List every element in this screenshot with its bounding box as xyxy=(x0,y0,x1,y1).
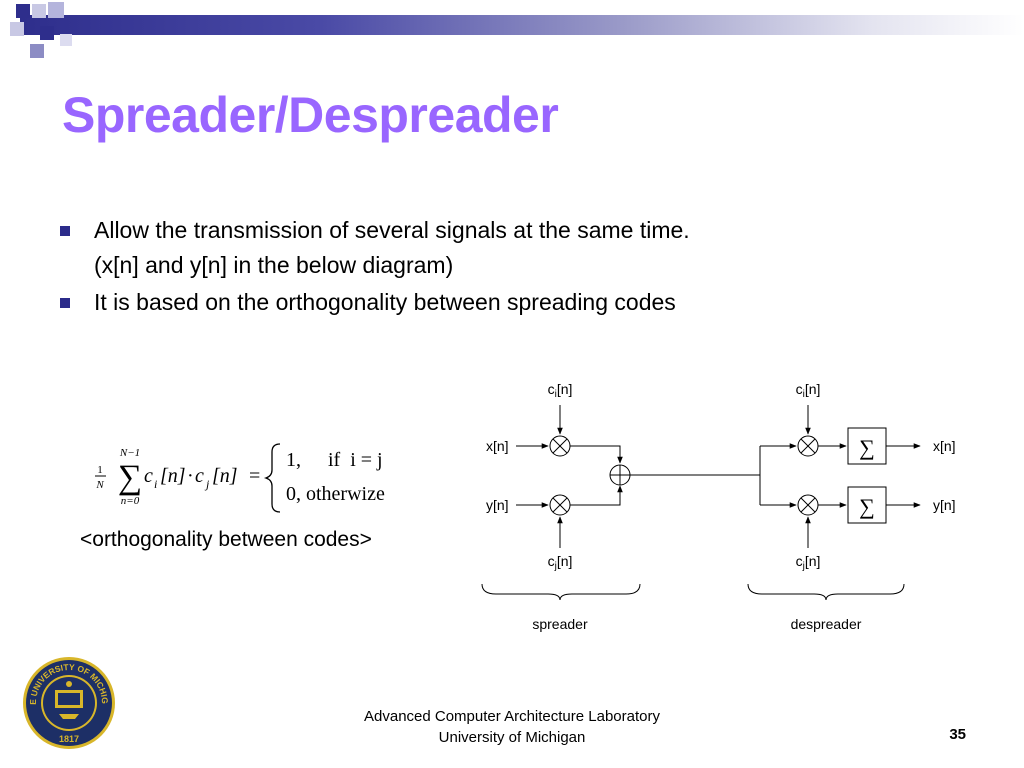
formula-caption: <orthogonality between codes> xyxy=(80,528,372,551)
footer-university: University of Michigan xyxy=(438,729,586,746)
x-input-label: x[n] xyxy=(486,438,509,454)
y-input-label: y[n] xyxy=(486,497,509,513)
multiplier-cross xyxy=(552,438,568,454)
bullet-1-line-2: (x[n] and y[n] in the below diagram) xyxy=(94,252,454,278)
summation-symbol-y: ∑ xyxy=(859,494,875,519)
y-output-label: y[n] xyxy=(933,497,956,513)
header-square-light-2 xyxy=(48,2,64,18)
header-square-light-3 xyxy=(10,22,24,36)
footer: Advanced Computer Architecture Laborator… xyxy=(312,706,712,748)
footer-lab-name: Advanced Computer Architecture Laborator… xyxy=(364,708,660,725)
formula-n-i: [n] xyxy=(160,465,186,487)
despreader-brace xyxy=(747,583,905,601)
seal-year: 1817 xyxy=(59,734,79,744)
formula-equals: = xyxy=(249,465,260,487)
ci-spreader-label: ci[n] xyxy=(548,381,573,400)
bullet-2-line-1: It is based on the orthogonality between… xyxy=(94,289,676,315)
spreader-label: spreader xyxy=(532,616,588,632)
cj-spreader-label: cj[n] xyxy=(548,553,573,572)
cj-despreader-label: cj[n] xyxy=(796,553,821,572)
formula-case-2: 0, otherwize xyxy=(286,483,385,505)
university-seal-logo: THE UNIVERSITY OF MICHIGAN 1817 xyxy=(22,656,115,749)
bullet-1-line-1: Allow the transmission of several signal… xyxy=(94,217,690,243)
page-number: 35 xyxy=(949,726,966,743)
bullet-list: Allow the transmission of several signal… xyxy=(58,213,878,320)
formula-c-j: c xyxy=(195,465,204,487)
header-square-dark-1 xyxy=(16,4,30,18)
formula-left-brace xyxy=(263,443,281,513)
formula-c-i: c xyxy=(144,465,153,487)
ci-despreader-label: ci[n] xyxy=(796,381,821,400)
formula-frac-denominator: N xyxy=(95,479,104,491)
orthogonality-formula: 1 N N−1 ∑ n=0 c i [n] · c j [n] = 1, if … xyxy=(95,443,385,513)
formula-case-1-value: 1, xyxy=(286,449,301,471)
x-to-adder-line xyxy=(570,445,623,464)
formula-sum-upper: N−1 xyxy=(119,447,140,459)
multiplier-cross xyxy=(800,438,816,454)
multiplier-cross xyxy=(552,497,568,513)
bullet-item-2: It is based on the orthogonality between… xyxy=(58,285,878,320)
formula-sub-j: j xyxy=(204,477,210,491)
multiplier-cross xyxy=(800,497,816,513)
formula-case-1-condition: if i = j xyxy=(328,449,383,471)
formula-dot: · xyxy=(187,465,194,487)
header-square-mid xyxy=(30,44,44,58)
formula-n-j: [n] xyxy=(212,465,238,487)
y-to-adder-line xyxy=(570,485,623,506)
bullet-item-1: Allow the transmission of several signal… xyxy=(58,213,878,283)
bullet-square-icon xyxy=(60,298,70,308)
despreader-label: despreader xyxy=(791,616,862,632)
formula-sub-i: i xyxy=(154,477,157,491)
bullet-square-icon xyxy=(60,226,70,236)
formula-sum-lower: n=0 xyxy=(121,495,140,507)
header-square-light-4 xyxy=(60,34,72,46)
formula-sum-symbol: ∑ xyxy=(118,459,142,496)
header-square-light-1 xyxy=(32,4,46,18)
x-output-label: x[n] xyxy=(933,438,956,454)
summation-symbol-x: ∑ xyxy=(859,435,875,460)
header-gradient-bar xyxy=(20,15,1024,35)
slide-title: Spreader/Despreader xyxy=(62,87,559,143)
spreader-brace xyxy=(481,583,641,601)
header-square-dark-2 xyxy=(40,26,54,40)
formula-frac-numerator: 1 xyxy=(97,464,103,476)
